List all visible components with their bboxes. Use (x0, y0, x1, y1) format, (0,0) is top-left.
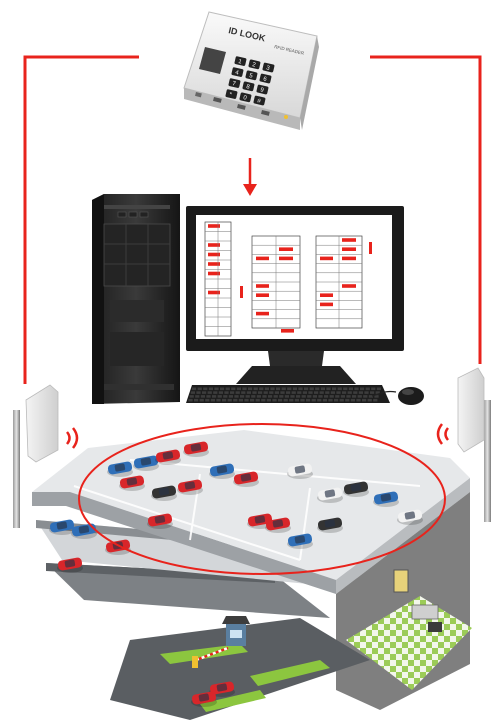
rfid-antenna-icon (457, 367, 485, 453)
reader-key-label: 9 (260, 87, 265, 94)
pc-tower-icon (92, 194, 180, 404)
lawn-strip (250, 660, 330, 686)
garage-floor (346, 596, 472, 690)
rfid-antenna-left (13, 384, 79, 528)
car-icon (287, 533, 313, 549)
car-icon (397, 509, 423, 525)
arrow-down-icon (243, 184, 257, 196)
rfid-antenna-right (436, 367, 491, 522)
upper-deck-front (32, 492, 336, 594)
car-icon (287, 463, 313, 479)
wireless-signal-icon (444, 427, 450, 441)
screen-content (204, 221, 372, 337)
car-icon (177, 479, 203, 495)
reader-key: 2 (248, 59, 261, 70)
car-icon (317, 487, 343, 503)
car-icon (265, 517, 291, 533)
keyboard-icon (186, 385, 390, 403)
barrier-arm (195, 646, 229, 662)
rfid-coverage-ellipse (78, 423, 446, 575)
car-icon (183, 441, 209, 457)
reader-port (261, 109, 270, 116)
connector-left (23, 55, 139, 384)
screen-marker (281, 329, 294, 333)
reader-key-label: 5 (249, 73, 254, 80)
car-icon (343, 481, 369, 497)
car-icon (119, 475, 145, 491)
reader-key: 5 (245, 70, 258, 81)
rfid-antenna-icon (25, 384, 59, 463)
reader-key-label: 8 (246, 84, 251, 91)
parking-lot-illustration (32, 430, 472, 720)
wireless-signal-icon (436, 423, 444, 445)
reader-key: 9 (256, 84, 269, 95)
reader-key: * (225, 89, 238, 99)
reader-led (284, 115, 288, 119)
connector-right (370, 55, 482, 364)
upper-deck-side (336, 478, 470, 594)
reader-key: 4 (231, 67, 244, 77)
car-icon (71, 523, 97, 539)
reader-key-label: * (229, 92, 233, 99)
cars (49, 441, 423, 707)
reader-key: 8 (242, 81, 255, 92)
reader-key: 0 (239, 92, 252, 103)
reader-key: 1 (234, 56, 247, 66)
car-icon (49, 519, 75, 535)
gate-booth-icon (222, 616, 250, 646)
reader-key: # (253, 95, 266, 106)
car-icon (151, 485, 177, 501)
barrier-post (192, 656, 198, 668)
mouse-icon (371, 387, 424, 405)
reader-label-text: RFID READER (274, 44, 306, 56)
reader-key-label: 7 (232, 81, 237, 88)
wireless-signal-icon (65, 431, 71, 445)
reader-port (195, 92, 202, 98)
entrance-road (110, 618, 370, 720)
screen-marker (369, 242, 372, 254)
reader-key-label: 3 (266, 65, 271, 72)
car-icon (373, 491, 399, 507)
reader-key-label: 0 (243, 95, 248, 102)
car-icon (133, 455, 159, 471)
reader-key-label: # (257, 98, 262, 105)
car-icon (233, 471, 259, 487)
lawn-strip (200, 690, 266, 712)
garage-desk (411, 604, 439, 620)
car-icon (317, 517, 343, 533)
reader-key: 6 (259, 73, 272, 84)
wireless-signal-icon (71, 427, 79, 449)
reader-key-label: 1 (238, 59, 243, 66)
car-icon (209, 463, 235, 479)
reader-key: 7 (228, 78, 241, 88)
connector-lines (23, 55, 482, 384)
monitor-icon (186, 206, 404, 384)
reader-key-label: 4 (235, 70, 240, 77)
reader-port (237, 104, 246, 110)
reader-key-label: 2 (252, 62, 257, 69)
reader-port (213, 96, 222, 103)
screen-marker (240, 286, 243, 298)
reader-key: 3 (262, 62, 275, 73)
car-icon (155, 449, 181, 465)
car-icon (147, 513, 173, 529)
car-icon (107, 461, 133, 477)
garage-window (393, 569, 409, 593)
reader-keypad: 1 2 3 4 5 6 7 8 9 * 0 # (225, 56, 275, 106)
car-icon (191, 691, 217, 707)
car-icon (57, 557, 83, 573)
reader-key-label: 6 (263, 76, 268, 83)
reader-display (199, 47, 226, 74)
